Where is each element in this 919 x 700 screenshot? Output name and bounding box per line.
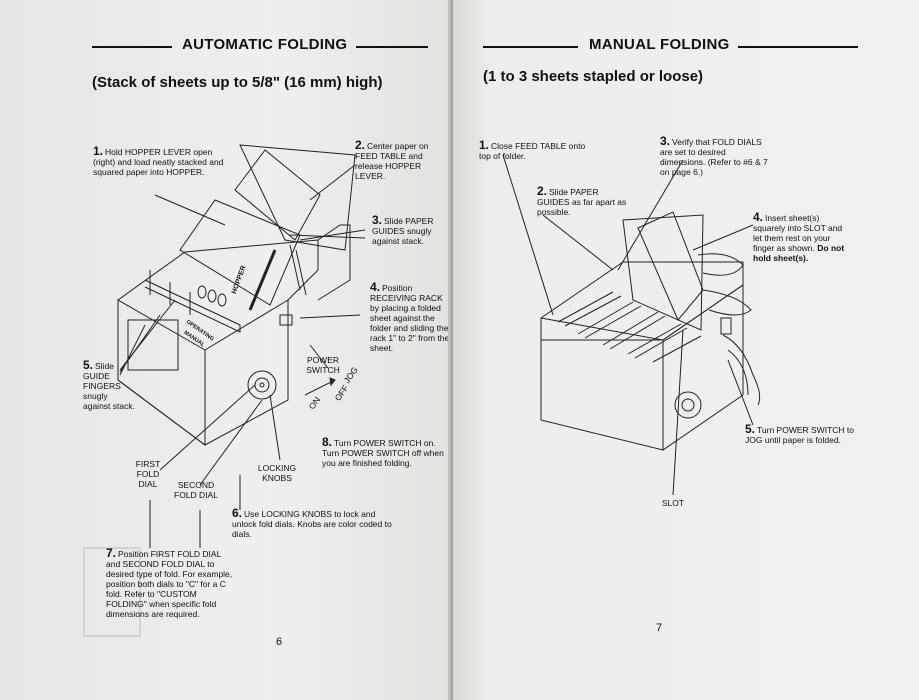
step-2: 2.Slide PAPER GUIDES as far apart as pos…: [537, 184, 627, 217]
step-4: 4.Insert sheet(s) squarely into SLOT and…: [753, 210, 845, 263]
warning-text: Do not hold sheet(s).: [753, 243, 845, 263]
header-rule-left: [483, 46, 578, 48]
section-subtitle: (1 to 3 sheets stapled or loose): [483, 68, 704, 85]
section-subtitle: (Stack of sheets up to 5/8" (16 mm) high…: [92, 74, 383, 91]
step-8: 8.Turn POWER SWITCH on. Turn POWER SWITC…: [322, 435, 444, 468]
step-2: 2.Center paper on FEED TABLE and release…: [355, 138, 429, 181]
header-rule-right: [356, 46, 428, 48]
step-3: 3.Verify that FOLD DIALS are set to desi…: [660, 134, 768, 177]
right-page: MANUAL FOLDING (1 to 3 sheets stapled or…: [453, 0, 919, 700]
power-switch-label: POWER SWITCH: [306, 355, 340, 375]
header-rule-left: [92, 46, 172, 48]
automatic-folder-illustration: [83, 144, 366, 637]
page-number: 6: [276, 636, 283, 648]
section-title: MANUAL FOLDING: [589, 36, 730, 53]
step-1: 1.Close FEED TABLE onto top of folder.: [479, 138, 586, 161]
step-5: 5.Slide GUIDE FINGERS snugly against sta…: [83, 358, 135, 411]
page-number: 7: [656, 622, 663, 634]
step-6: 6.Use LOCKING KNOBS to lock and unlock f…: [232, 506, 392, 539]
step-5: 5.Turn POWER SWITCH to JOG until paper i…: [745, 422, 854, 445]
left-page: AUTOMATIC FOLDING (Stack of sheets up to…: [0, 0, 453, 700]
section-title: AUTOMATIC FOLDING: [182, 36, 348, 53]
first-fold-dial-label: FIRST FOLD DIAL: [135, 459, 161, 489]
step-1: 1.Hold HOPPER LEVER open (right) and loa…: [93, 144, 224, 177]
step-4: 4.Position RECEIVING RACK by placing a f…: [370, 280, 450, 353]
locking-knobs-label: LOCKING KNOBS: [257, 463, 297, 483]
step-7: 7.Position FIRST FOLD DIAL and SECOND FO…: [106, 546, 233, 619]
slot-label: SLOT: [661, 498, 685, 508]
second-fold-dial-label: SECOND FOLD DIAL: [174, 480, 218, 500]
manual-folder-illustration: [502, 154, 761, 496]
header-rule-right: [738, 46, 858, 48]
step-3: 3.Slide PAPER GUIDES snugly against stac…: [372, 213, 434, 246]
